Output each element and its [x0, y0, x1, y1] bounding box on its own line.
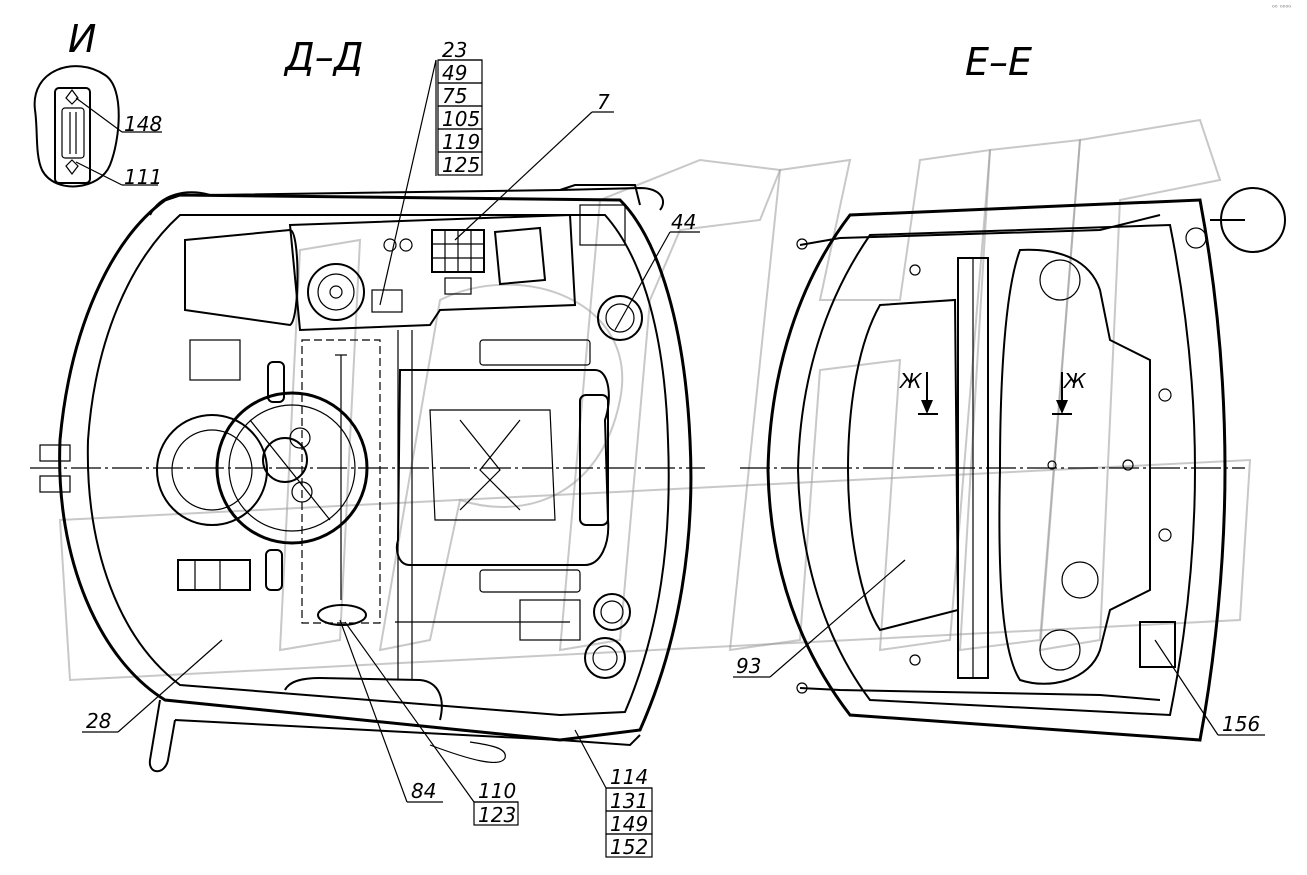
- callout-28: 28: [86, 709, 111, 733]
- latch-top: [39, 444, 71, 462]
- dash-switch-block: [371, 289, 403, 313]
- callout-84: 84: [411, 779, 436, 803]
- callout-125: 125: [442, 153, 480, 177]
- cab-outer-shell: [58, 193, 693, 742]
- dash-box-right: [493, 226, 547, 286]
- rear-grab-handle: [284, 676, 443, 721]
- section-e-drawing: Ж Ж: [740, 187, 1286, 742]
- leader-93: [769, 559, 906, 678]
- seat-rail-bottom: [479, 569, 581, 593]
- callout-49: 49: [442, 61, 467, 85]
- gauge-large: [307, 263, 365, 321]
- callout-131: 131: [610, 789, 648, 813]
- connector-pin-bottom: [65, 159, 79, 175]
- callout-box-123: [473, 801, 519, 826]
- roof-rail-top: [799, 214, 1161, 246]
- relay-box: [189, 339, 241, 381]
- rear-step: [148, 699, 176, 773]
- section-e-title: Е–Е: [965, 40, 1032, 84]
- callout-156: 156: [1222, 712, 1260, 736]
- callout-149: 149: [610, 812, 648, 836]
- roof-outer-shell: [766, 198, 1227, 742]
- corner-bracket-top: [579, 204, 626, 246]
- leader-28: [117, 639, 223, 733]
- callout-23: 23: [442, 38, 467, 62]
- pedal-bottom: [265, 549, 283, 591]
- roof-connector-block: [1139, 621, 1176, 668]
- callout-119: 119: [442, 130, 480, 154]
- leader-114: [574, 729, 607, 789]
- leader-84: [339, 619, 408, 803]
- callout-123: 123: [478, 803, 516, 827]
- callout-7: 7: [597, 90, 610, 114]
- seat-cushion: [429, 409, 556, 521]
- air-duct-bottom-2: [584, 637, 626, 679]
- roof-hatch: [998, 248, 1151, 685]
- callout-93: 93: [736, 654, 761, 678]
- callout-75: 75: [442, 84, 467, 108]
- callout-111: 111: [124, 165, 162, 189]
- section-d-drawing: [30, 184, 705, 773]
- leader-44: [614, 231, 671, 331]
- leader-7: [454, 111, 593, 241]
- leader-stack-top: [379, 59, 437, 306]
- steering-hub: [262, 437, 308, 483]
- indicator-lamp-1: [383, 238, 397, 252]
- seat-rail-top: [479, 339, 591, 366]
- leader-156: [1154, 639, 1219, 736]
- callout-114: 114: [610, 765, 648, 789]
- section-mark-zh-right-label: Ж: [1062, 369, 1087, 393]
- dash-left-panel: [184, 228, 299, 327]
- callout-148: 148: [124, 112, 162, 136]
- dashboard: [288, 213, 577, 332]
- callout-105: 105: [442, 107, 480, 131]
- air-duct-top: [597, 295, 643, 341]
- view-i: И 148 111: [33, 17, 162, 189]
- callout-152: 152: [610, 835, 648, 859]
- callout-box-152: [605, 833, 653, 858]
- leader-110: [344, 621, 475, 803]
- callouts-e: 93 156: [733, 559, 1265, 736]
- section-d-title: Д–Д: [283, 35, 363, 79]
- connector-pin-top: [65, 89, 79, 105]
- armrest: [579, 394, 609, 526]
- callout-box-125: [437, 151, 483, 176]
- watermark: [58, 118, 1252, 682]
- indicator-lamp-2: [399, 238, 413, 252]
- roof-inner-shell: [796, 223, 1197, 717]
- front-handrail: [149, 186, 665, 216]
- cab-inner-shell: [86, 214, 670, 717]
- view-i-outline: [33, 65, 120, 188]
- control-block: [177, 559, 251, 591]
- connector-body: [54, 87, 91, 184]
- air-duct-bottom-1: [593, 593, 631, 631]
- corner-mark: ⁰⁰ ⁰⁰⁰⁰: [1272, 4, 1291, 12]
- roof-rail-bottom: [799, 687, 1161, 701]
- callout-110: 110: [478, 779, 516, 803]
- roof-panel-left: [846, 298, 960, 632]
- view-i-title: И: [68, 17, 96, 61]
- pedal-top: [267, 361, 285, 403]
- callouts-d: 23 49 75 105 119 125 7 44 28 84 110 123: [82, 38, 700, 859]
- steering-column-base: [156, 414, 268, 526]
- callout-44: 44: [671, 210, 696, 234]
- section-mark-zh-left-label: Ж: [898, 369, 923, 393]
- seat-adjuster: [519, 599, 581, 641]
- connector-slot: [61, 107, 85, 159]
- latch-bottom: [39, 475, 71, 493]
- beacon-lamp: [1220, 187, 1286, 253]
